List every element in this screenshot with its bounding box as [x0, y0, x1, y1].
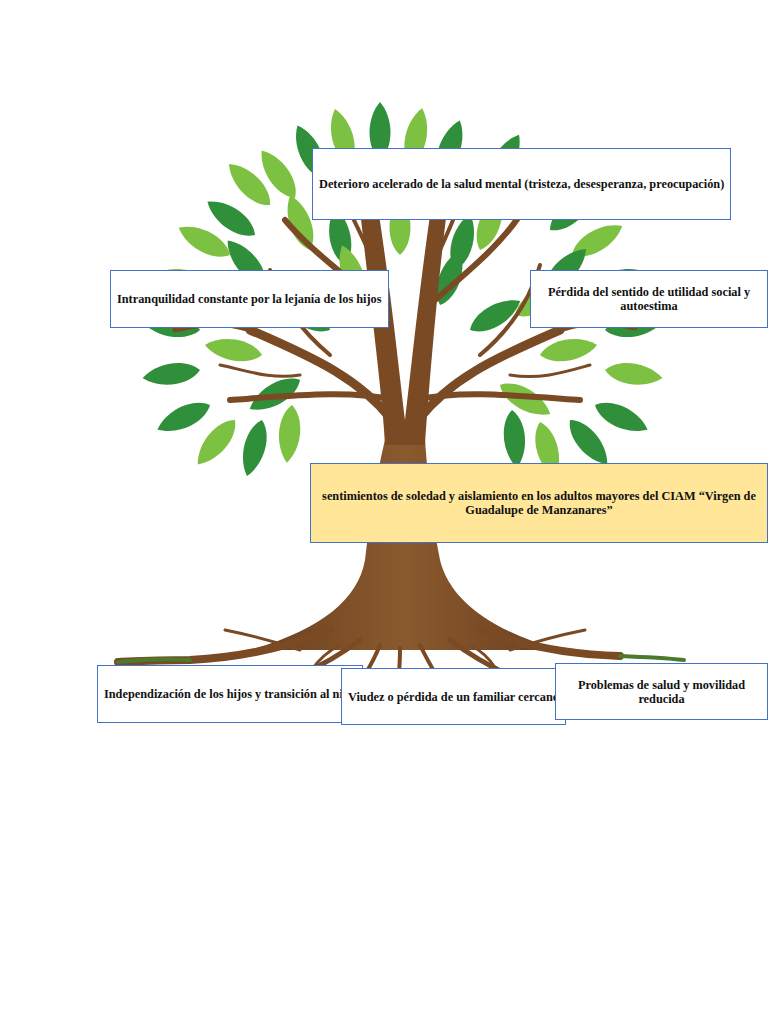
leaf [222, 157, 278, 213]
leaf [604, 360, 664, 389]
text-stack: Viudez o pérdida de un familiar cercano [348, 690, 559, 704]
central-problem-box: sentimientos de soledad y aislamiento en… [310, 463, 768, 543]
cause-box: Viudez o pérdida de un familiar cercano [341, 668, 566, 725]
leaf [237, 417, 272, 478]
branch [230, 394, 395, 400]
cause-box: Problemas de salud y movilidad reducida [555, 663, 768, 720]
root [510, 630, 585, 650]
text-stack: Intranquilidad constante por la lejanía … [117, 292, 382, 306]
effect-box: Deterioro acelerado de la salud mental (… [312, 148, 731, 220]
root [118, 630, 330, 662]
root-tip [620, 656, 684, 660]
leaf [190, 413, 243, 471]
node-text: Problemas de salud y movilidad reducida [562, 678, 761, 706]
root [225, 630, 300, 650]
leaf [141, 360, 201, 389]
leaf [591, 395, 652, 439]
cause-box: Independización de los hijos y transició… [97, 665, 363, 723]
branch [415, 394, 580, 400]
effect-box: Intranquilidad constante por la lejanía … [110, 270, 389, 328]
branch [220, 365, 300, 376]
node-text: Independización de los hijos y transició… [104, 687, 356, 701]
node-text: Pérdida del sentido de utilidad social y… [537, 285, 761, 313]
leaf [203, 335, 264, 366]
node-text: Viudez o pérdida de un familiar cercano [348, 690, 559, 704]
effect-box: Pérdida del sentido de utilidad social y… [530, 270, 768, 328]
text-stack: Independización de los hijos y transició… [104, 687, 356, 701]
node-text: Deterioro acelerado de la salud mental (… [319, 177, 724, 191]
root-tip [118, 659, 190, 662]
leaf [174, 218, 235, 264]
node-text: Intranquilidad constante por la lejanía … [117, 292, 382, 306]
leaf [276, 404, 302, 464]
leaf [153, 395, 214, 439]
text-stack: Deterioro acelerado de la salud mental (… [319, 177, 724, 191]
text-stack: sentimientos de soledad y aislamiento en… [317, 489, 761, 517]
root [480, 630, 620, 656]
leaf [502, 409, 528, 469]
node-text: sentimientos de soledad y aislamiento en… [317, 489, 761, 517]
trunk-and-branches [175, 160, 635, 650]
text-stack: Pérdida del sentido de utilidad social y… [537, 285, 761, 313]
branch [510, 365, 590, 377]
text-stack: Problemas de salud y movilidad reducida [562, 678, 761, 706]
